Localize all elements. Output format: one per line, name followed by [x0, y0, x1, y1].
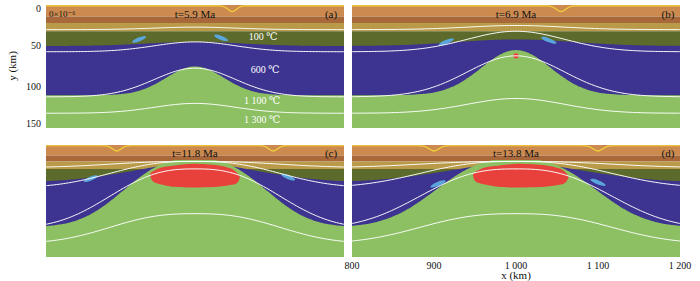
axis-title: y (km) [7, 51, 18, 81]
isotherm-label: 1 300 ℃ [244, 115, 280, 125]
model-panel [46, 145, 344, 257]
model-panel [46, 5, 344, 128]
isotherm-line [46, 161, 344, 185]
axis-tick: 800 [345, 261, 360, 271]
isotherm-line [352, 26, 680, 30]
isotherm-line [46, 169, 344, 224]
panel-letter: (b) [662, 9, 675, 20]
axis-tick: 1 100 [587, 261, 610, 271]
panel-time: t=5.9 Ma [175, 9, 215, 20]
strain-rate-label: 0×10⁻⁶ [49, 10, 75, 19]
panel-time: t=6.9 Ma [496, 9, 536, 20]
panel-time: t=11.8 Ma [172, 148, 218, 159]
isotherm-label: 100 ℃ [249, 32, 278, 42]
panel-letter: (a) [325, 9, 337, 20]
axis-title: x (km) [501, 269, 531, 280]
melt-body [150, 164, 240, 188]
lithospheric-mantle [46, 42, 344, 128]
isotherm-line [352, 161, 680, 166]
isotherm-line [46, 161, 344, 167]
axis-tick: 150 [26, 119, 41, 129]
isotherm-line [352, 169, 680, 224]
isotherm-line [46, 68, 344, 97]
axis-tick: 900 [427, 261, 442, 271]
model-panel [352, 145, 680, 257]
axis-tick: 100 [26, 82, 41, 92]
model-panel [352, 5, 680, 128]
asthenosphere [352, 160, 680, 257]
asthenosphere [46, 160, 344, 257]
isotherm-label: 600 ℃ [251, 65, 280, 75]
panel-time: t=13.8 Ma [493, 148, 539, 159]
crust-layer [46, 23, 344, 31]
isotherm-line [352, 31, 680, 51]
isotherm-line [46, 42, 344, 52]
isotherm-line [352, 56, 680, 97]
panel-letter: (d) [662, 148, 675, 159]
axis-tick: 0 [36, 4, 41, 14]
weak-zone [131, 35, 146, 44]
isotherm-label: 1 100 ℃ [244, 96, 280, 106]
isotherm-line [46, 27, 344, 29]
asthenosphere [46, 67, 344, 128]
isotherm-line [46, 103, 344, 113]
lithospheric-mantle [352, 39, 680, 128]
isotherm-line [46, 214, 344, 242]
isotherm-line [352, 214, 680, 241]
axis-tick: 1 200 [669, 261, 692, 271]
melt-body [473, 164, 568, 188]
isotherm-line [352, 98, 680, 113]
isotherm-line [352, 161, 680, 185]
crust-layer [352, 23, 680, 31]
panel-letter: (c) [325, 148, 337, 159]
weak-zone [213, 33, 228, 42]
asthenosphere [352, 50, 680, 128]
axis-tick: 50 [31, 41, 41, 51]
